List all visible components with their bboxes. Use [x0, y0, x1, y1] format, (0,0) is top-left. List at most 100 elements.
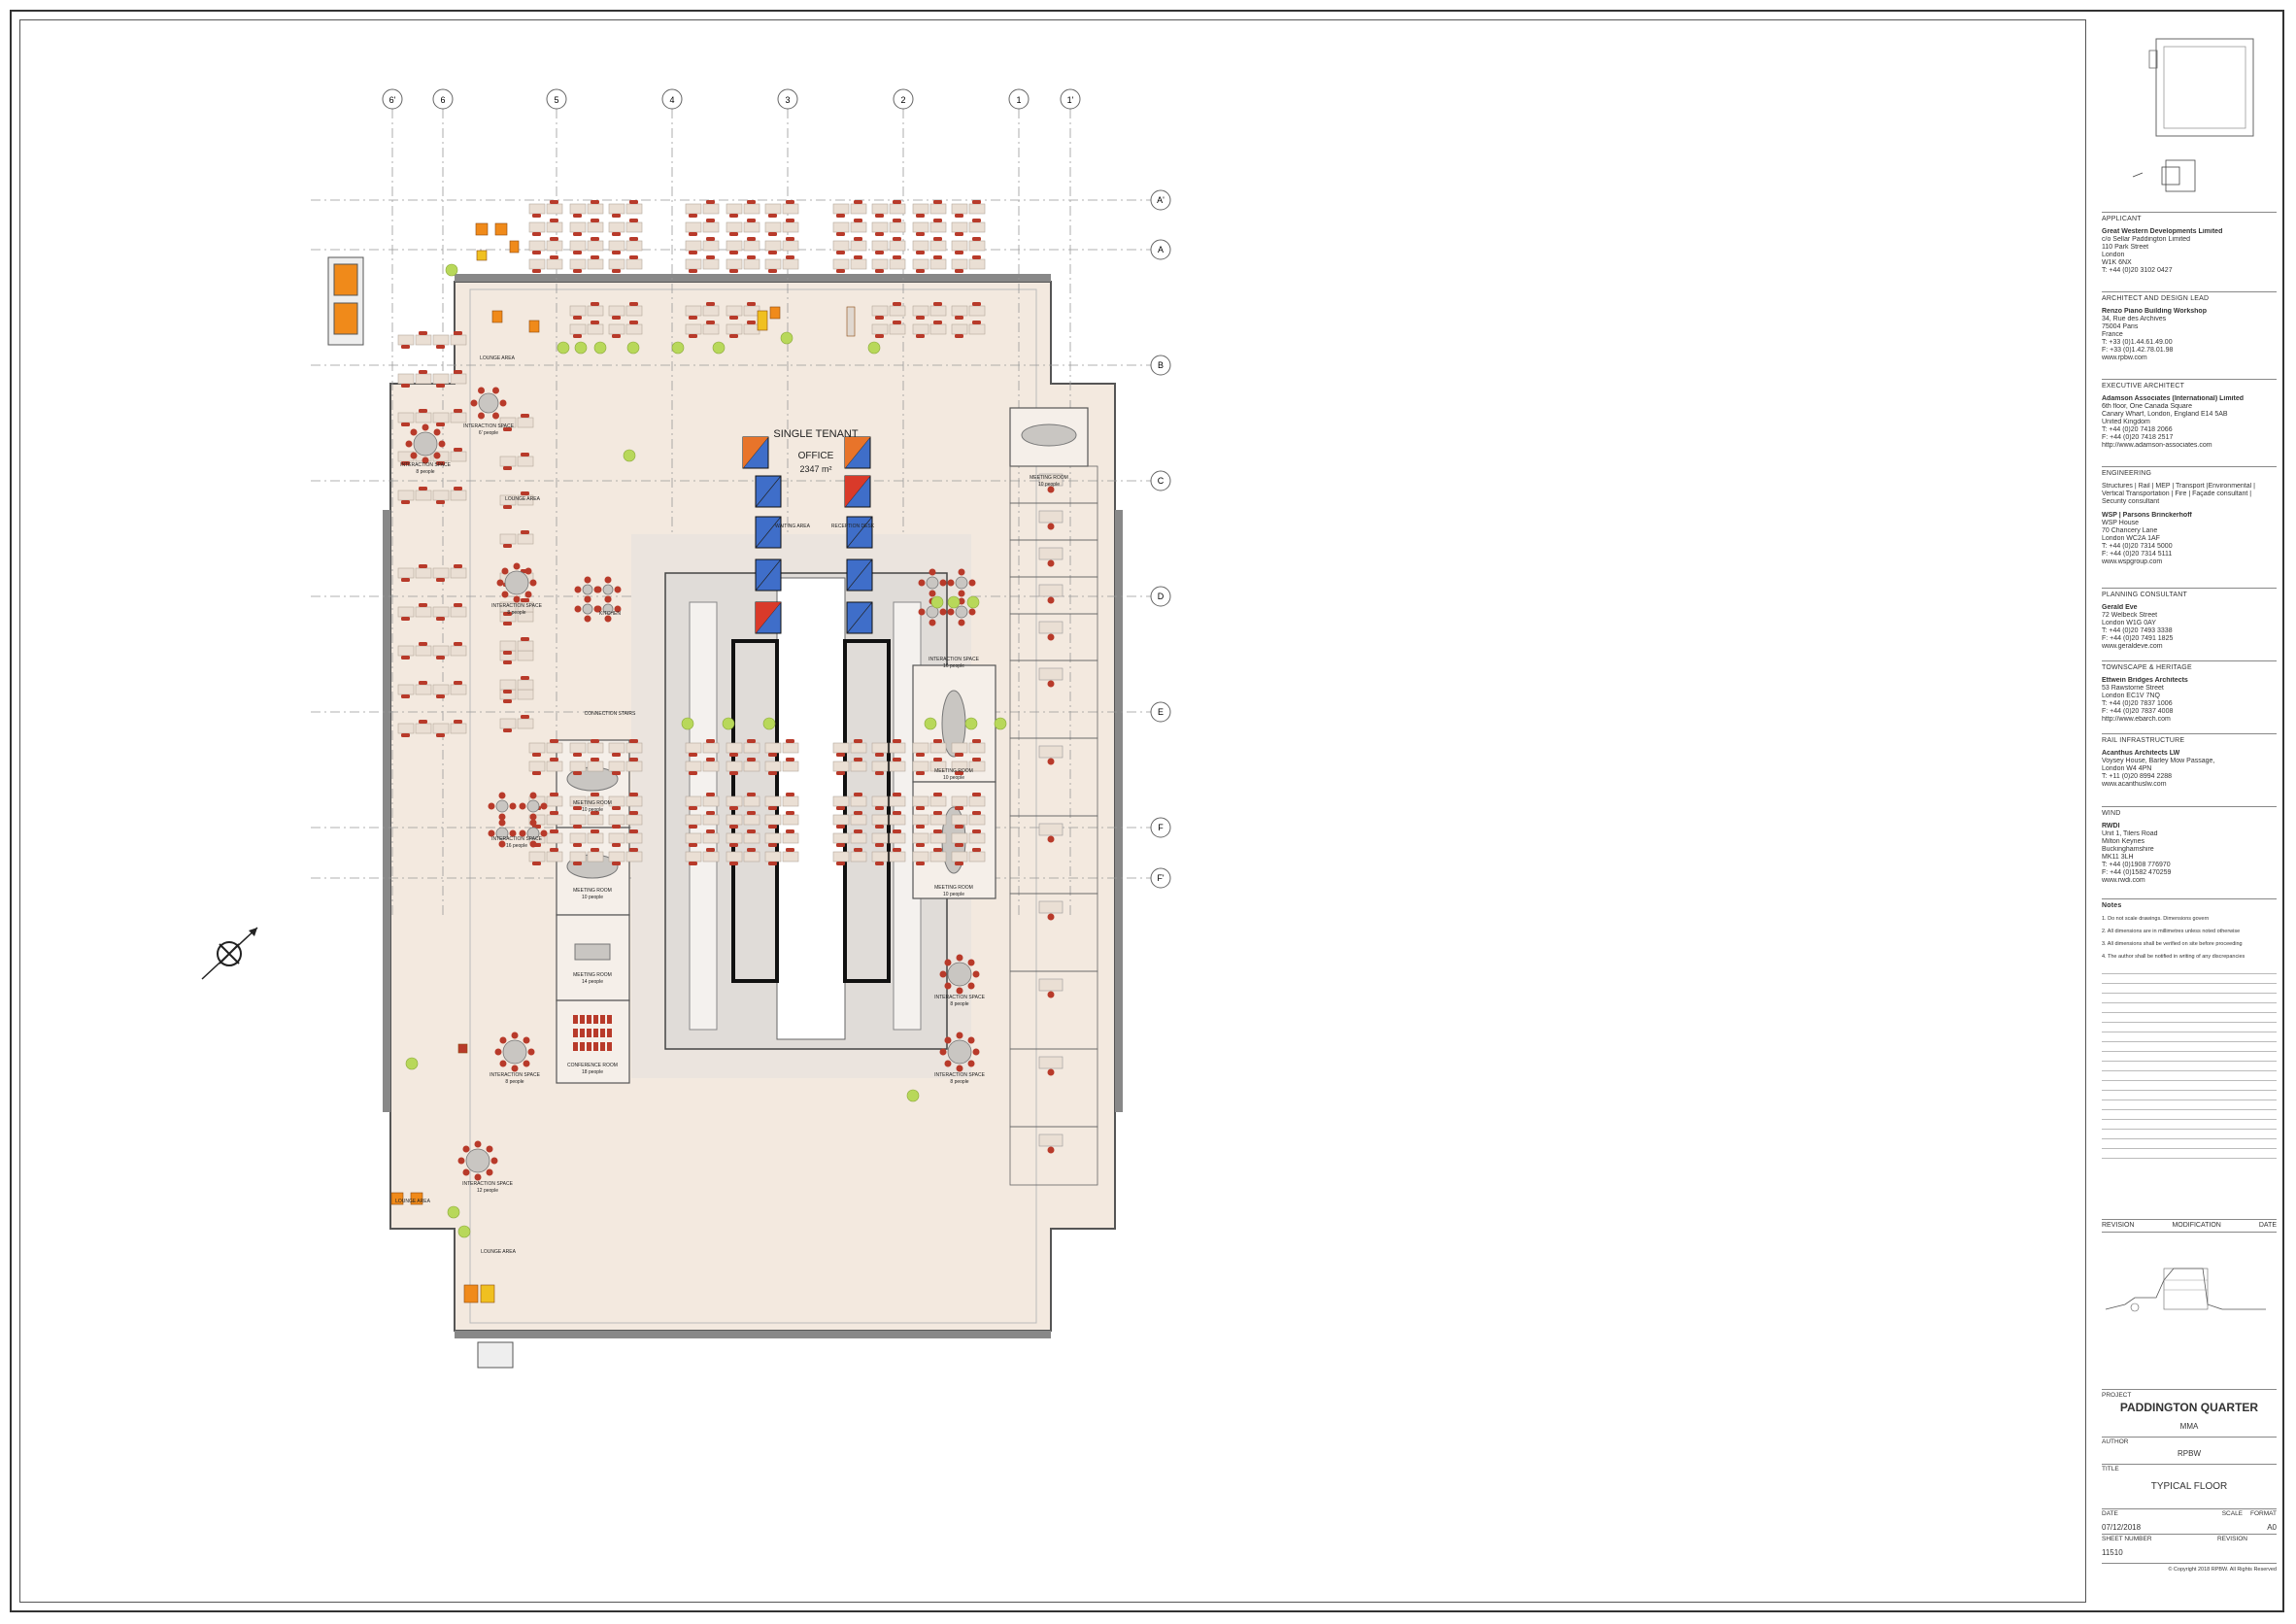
chair-icon: [768, 214, 777, 218]
chair-icon: [591, 219, 599, 222]
rail-heading: RAIL INFRASTRUCTURE: [2102, 733, 2277, 745]
chair-icon: [706, 200, 715, 204]
north-facade: [455, 274, 1051, 282]
revision-header: REVISION MODIFICATION DATE: [2102, 1219, 2277, 1233]
label-reception-desk: RECEPTION DESK: [831, 524, 875, 529]
chair-icon: [629, 758, 638, 761]
chair-icon: [875, 334, 884, 338]
chair-icon: [614, 586, 622, 593]
chair-icon: [486, 1145, 493, 1153]
desk: [397, 567, 415, 579]
chair-icon: [529, 792, 537, 799]
date-label-2: DATE: [2102, 1510, 2118, 1517]
chair-icon: [629, 255, 638, 259]
chair-icon: [747, 811, 756, 815]
chair-icon: [729, 214, 738, 218]
desk: [726, 221, 743, 233]
chair-icon: [629, 237, 638, 241]
chair-icon: [958, 590, 965, 597]
titleblock-line: F: +44 (0)20 7491 1825: [2102, 635, 2174, 642]
chair-icon: [629, 793, 638, 796]
chair-icon: [836, 806, 845, 810]
chair-icon: [629, 321, 638, 324]
desk: [968, 795, 986, 807]
desk: [528, 203, 546, 215]
chair-icon: [422, 457, 429, 464]
desk: [517, 650, 534, 661]
chair-icon: [550, 219, 558, 222]
desk: [685, 795, 702, 807]
chair-icon: [629, 829, 638, 833]
desk: [517, 456, 534, 467]
office-desk: [1038, 667, 1064, 681]
desk: [782, 761, 799, 772]
chair-icon: [929, 568, 936, 576]
chair-icon: [689, 232, 697, 236]
round-table: [947, 568, 976, 597]
note-line: 2. All dimensions are in millimetres unl…: [2102, 929, 2241, 934]
chair-icon: [854, 829, 862, 833]
desk-cluster: [764, 739, 799, 775]
label-interaction-12: INTERACTION SPACE: [462, 1181, 514, 1187]
chair-icon: [786, 237, 794, 241]
desk: [450, 606, 467, 618]
desk: [432, 490, 450, 501]
desk: [850, 761, 867, 772]
desk: [889, 814, 906, 826]
desk: [702, 832, 720, 844]
desk-cluster: [499, 414, 534, 431]
desk: [685, 851, 702, 863]
lift-car-icon: [844, 475, 871, 508]
chair-icon: [521, 715, 529, 719]
engineering-heading: ENGINEERING: [2102, 466, 2277, 478]
desk-cluster: [397, 409, 467, 426]
armchair-icon: [509, 240, 520, 254]
desk: [608, 761, 625, 772]
desk: [608, 742, 625, 754]
chair-icon: [550, 237, 558, 241]
chair-icon: [401, 617, 410, 621]
lift-shafts: [742, 436, 873, 634]
desk: [499, 679, 517, 691]
chair-icon: [933, 321, 942, 324]
chair-icon: [893, 829, 901, 833]
desk: [850, 742, 867, 754]
desk: [889, 761, 906, 772]
chair-icon: [498, 813, 506, 821]
desk: [743, 795, 760, 807]
chair-icon: [836, 862, 845, 865]
chair-icon: [401, 656, 410, 660]
label-kitchen: KITCHEN: [599, 611, 621, 617]
desk: [685, 832, 702, 844]
chair-icon: [836, 753, 845, 757]
desk: [951, 814, 968, 826]
room-labels: SINGLE TENANT OFFICE 2347 m² WAITING ARE…: [395, 355, 1068, 1255]
desk: [397, 684, 415, 695]
titleblock-line: 110 Park Street: [2102, 244, 2149, 251]
titleblock-line: 53 Rawstorne Street: [2102, 685, 2164, 692]
chair-icon: [488, 829, 495, 837]
chair-icon: [933, 255, 942, 259]
chair-icon: [550, 739, 558, 743]
desk: [450, 334, 467, 346]
label-interaction-8b: INTERACTION SPACE: [491, 603, 543, 609]
chair-icon: [593, 1015, 598, 1024]
desk: [912, 742, 929, 754]
chair-icon: [972, 302, 981, 306]
chair-icon: [1047, 1146, 1055, 1154]
desk: [587, 323, 604, 335]
chair-icon: [947, 579, 955, 587]
chair-icon: [584, 576, 591, 584]
chair-icon: [972, 829, 981, 833]
desk: [685, 323, 702, 335]
lift-car-icon: [755, 516, 782, 549]
desk-cluster: [726, 793, 760, 865]
author-label: AUTHOR: [2102, 1437, 2277, 1446]
chair-icon: [956, 1032, 963, 1039]
lounge-furniture: [390, 222, 856, 1303]
chair-icon: [503, 505, 512, 509]
desk: [871, 258, 889, 270]
chair-icon: [854, 848, 862, 852]
chair-icon: [893, 848, 901, 852]
desk: [587, 203, 604, 215]
